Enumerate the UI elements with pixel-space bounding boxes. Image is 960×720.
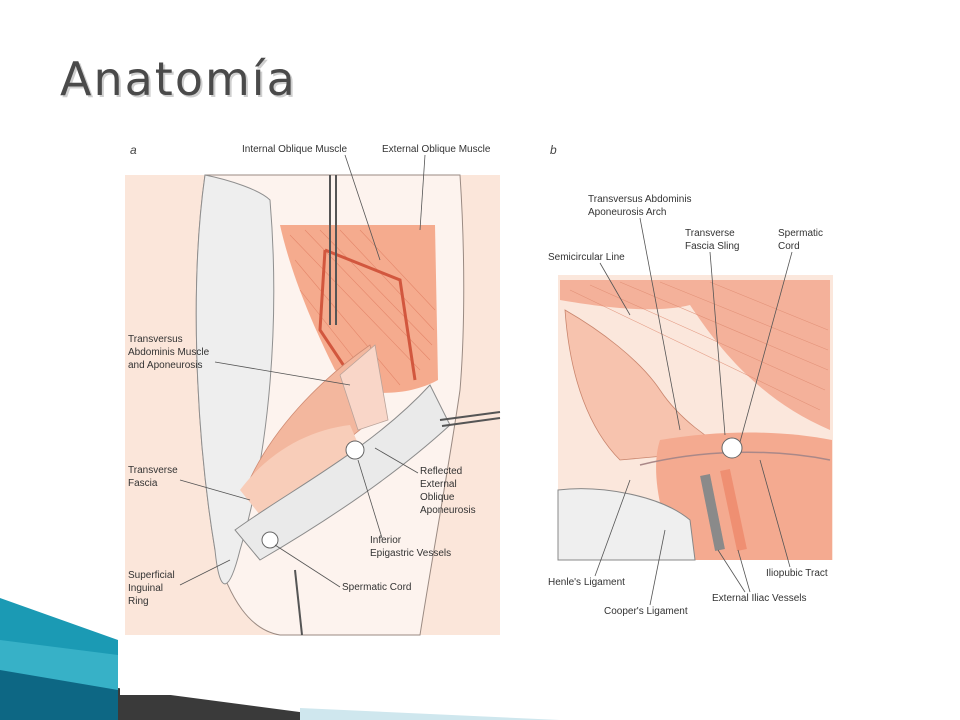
- external-oblique-muscle: [280, 225, 438, 393]
- external-iliac-artery: [720, 468, 747, 552]
- label-superficial-ring-3: Ring: [128, 596, 149, 607]
- transversus-arch-muscle: [560, 280, 830, 430]
- lower-retractor: [294, 569, 303, 636]
- transverse-fascia-area: [240, 425, 365, 515]
- label-reflected-1: Reflected: [420, 466, 462, 477]
- anatomy-figure: a: [120, 130, 840, 695]
- inferior-epigastric-vessels-cut: [345, 440, 365, 460]
- spermatic-cord-cut-a: [261, 531, 279, 549]
- label-arch-1: Transversus Abdominis: [588, 194, 692, 205]
- label-transverse-fascia-1: Transverse: [128, 465, 178, 476]
- panel-a-letter: a: [130, 143, 137, 157]
- label-spermatic-b-2: Cord: [778, 241, 800, 252]
- label-transversus-1: Transversus: [128, 334, 183, 345]
- corner-band-dark: [0, 670, 118, 720]
- panel-b: b Transversus Abdominis Aponeuros: [548, 143, 833, 617]
- label-spermatic-cord-a: Spermatic Cord: [342, 582, 411, 593]
- lower-muscle-band: [656, 432, 832, 560]
- panel-a: a: [125, 143, 501, 636]
- label-spermatic-b-1: Spermatic: [778, 228, 823, 239]
- pubic-bone-cooper-ligament: [557, 488, 696, 561]
- label-henle: Henle's Ligament: [548, 577, 625, 588]
- label-semicircular: Semicircular Line: [548, 252, 625, 263]
- label-sling-1: Transverse: [685, 228, 735, 239]
- bottom-shadow-band: [118, 688, 360, 720]
- label-inferior-epigastric-2: Epigastric Vessels: [370, 548, 451, 559]
- label-internal-oblique: Internal Oblique Muscle: [242, 144, 347, 155]
- leader-lines-a: [179, 154, 426, 588]
- label-superficial-ring-1: Superficial: [128, 570, 175, 581]
- label-iliopubic: Iliopubic Tract: [766, 568, 828, 579]
- label-inferior-epigastric-1: Inferior: [370, 535, 402, 546]
- label-arch-2: Aponeurosis Arch: [588, 207, 666, 218]
- posterior-wall-region: [564, 309, 732, 461]
- upper-retractor: [329, 175, 337, 325]
- side-retractor: [439, 411, 501, 427]
- slide-title: Anatomía: [60, 52, 297, 106]
- external-iliac-vein: [700, 474, 725, 551]
- label-reflected-3: Oblique: [420, 492, 455, 503]
- bottom-light-band: [300, 708, 560, 720]
- label-iliac: External Iliac Vessels: [712, 593, 807, 604]
- spermatic-cord-cut-b: [721, 437, 743, 459]
- label-cooper: Cooper's Ligament: [604, 606, 688, 617]
- label-reflected-4: Aponeurosis: [420, 505, 476, 516]
- label-sling-2: Fascia Sling: [685, 241, 739, 252]
- label-superficial-ring-2: Inguinal: [128, 583, 163, 594]
- label-reflected-2: External: [420, 479, 457, 490]
- label-transverse-fascia-2: Fascia: [128, 478, 158, 489]
- label-transversus-2: Abdominis Muscle: [128, 347, 210, 358]
- label-external-oblique: External Oblique Muscle: [382, 144, 491, 155]
- leader-lines-b: [594, 217, 793, 606]
- transversus-aponeurosis-strip: [339, 344, 389, 431]
- panel-b-letter: b: [550, 143, 557, 157]
- label-transversus-3: and Aponeurosis: [128, 360, 203, 371]
